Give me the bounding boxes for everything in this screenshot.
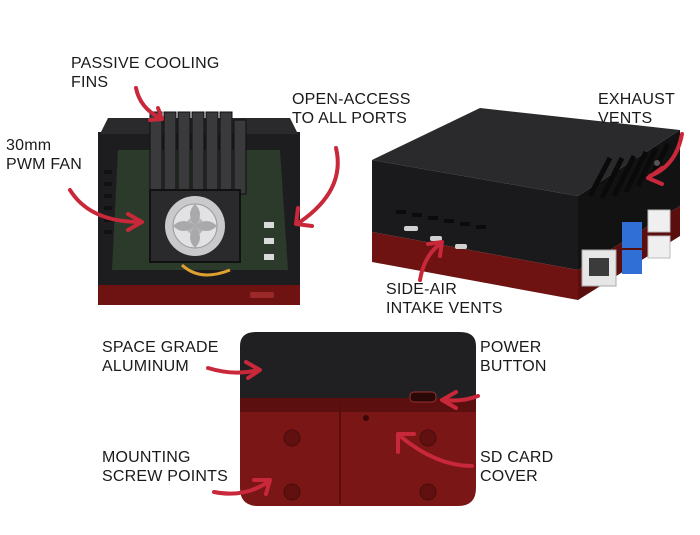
curved-arrow-icon [646,166,664,186]
closed-case-image [372,108,680,300]
label-passive-cooling-fins: PASSIVE COOLING FINS [71,55,220,91]
bottom-case-image [240,332,476,506]
curved-arrow-icon [126,212,144,232]
label-pwm-fan: 30mm PWM FAN [6,137,83,173]
label-open-access-ports: OPEN-ACCESS TO ALL PORTS [292,91,411,127]
curved-arrow-icon [134,86,162,120]
curved-arrow-icon [252,478,272,496]
curved-arrow-icon [212,480,270,496]
curved-arrow-icon [440,390,458,410]
curved-arrow-icon [426,240,444,258]
curved-arrow-icon [148,106,164,122]
curved-arrow-icon [396,432,416,454]
label-mounting-screw-points: MOUNTING SCREW POINTS [102,449,228,485]
open-case-image [98,111,300,305]
curved-arrow-icon [294,206,314,228]
curved-arrow-icon [206,366,260,375]
label-exhaust-vents: EXHAUST VENTS [598,91,675,127]
label-sd-card-cover: SD CARD COVER [480,449,554,485]
curved-arrow-icon [442,394,480,403]
curved-arrow-icon [68,188,142,224]
curved-arrow-icon [418,242,442,282]
curved-arrow-icon [298,146,340,224]
curved-arrow-icon [398,434,474,468]
callout-arrows [68,86,684,496]
label-power-button: POWER BUTTON [480,339,547,375]
curved-arrow-icon [244,360,262,380]
label-side-air-intake-vents: SIDE-AIR INTAKE VENTS [386,281,503,317]
label-space-grade-aluminum: SPACE GRADE ALUMINUM [102,339,219,375]
